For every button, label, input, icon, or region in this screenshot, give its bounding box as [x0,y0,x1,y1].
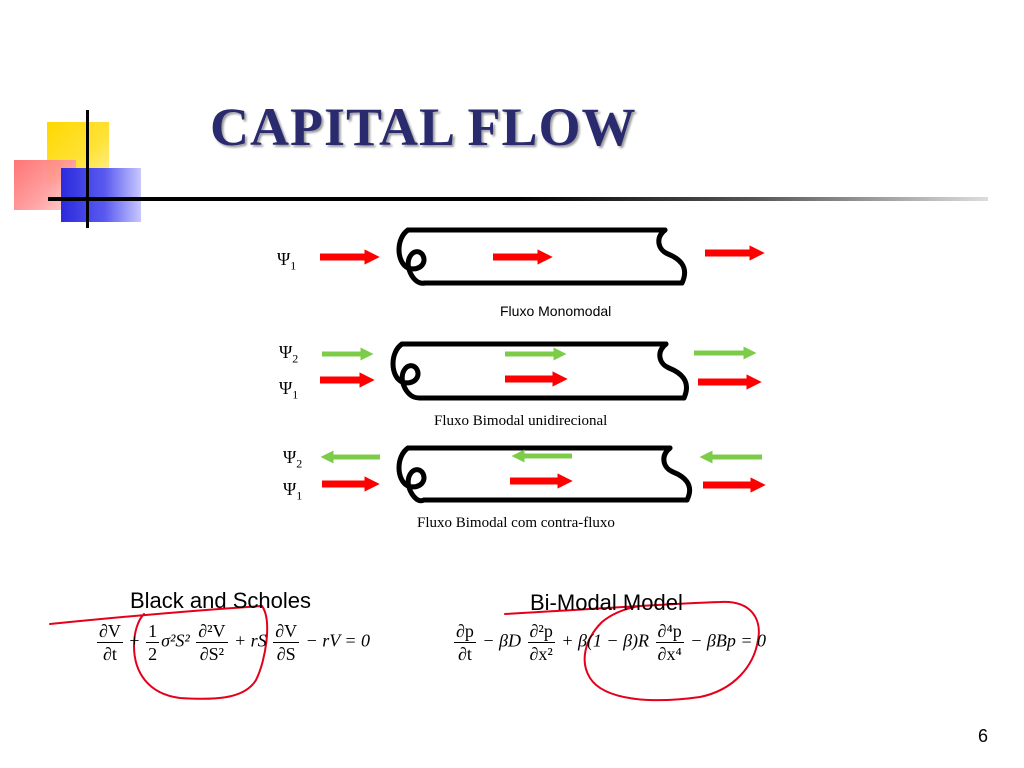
decor-vertical-line [86,110,89,228]
bs-sigma-s: σ²S² [161,630,190,651]
bs-term-dv-dt: ∂V∂t [97,621,123,664]
label-black-scholes: Black and Scholes [130,588,311,613]
bm-term-d4p-dx4: ∂⁴p∂x⁴ [655,621,684,664]
psi-label-1-1: Ψ1 [277,249,297,273]
pipe-bimodal-counterflow [396,445,693,504]
caption-bimodal-counterflow: Fluxo Bimodal com contra-fluxo [417,515,615,531]
caption-monomodal: Fluxo Monomodal [500,303,612,319]
label-bimodal-model: Bi-Modal Model [530,590,683,615]
psi-label-3-2: Ψ2 [283,447,303,471]
bm-term-d2p-dx2: ∂²p∂x² [527,621,555,664]
pipe-monomodal [396,227,688,286]
psi-label-3-1: Ψ1 [283,479,303,503]
bs-term-dv-ds: ∂V∂S [273,621,300,664]
bs-term-d2v-ds2: ∂²V∂S² [196,621,228,664]
bs-rs: + rS [234,630,267,651]
psi-label-2-2: Ψ2 [279,342,299,366]
equation-bimodal: ∂p∂t − βD ∂²p∂x² + β(1 − β)R ∂⁴p∂x⁴ − βB… [452,620,766,665]
psi-label-2-1: Ψ1 [279,378,299,402]
bs-plus: + [129,630,140,651]
bm-beta-d: − βD [482,630,522,651]
page-number: 6 [978,726,989,746]
pipe-bimodal-unidirectional [390,341,689,401]
bs-rv-zero: − rV = 0 [305,630,371,651]
bm-term-dp-dt: ∂p∂t [454,621,476,664]
title-underline [48,197,988,201]
slide-title: CAPITAL FLOW [210,97,637,157]
bm-beta-bp-zero: − βBp = 0 [690,630,766,651]
decor-blue-square [61,168,141,222]
bm-beta-r: + β(1 − β)R [561,630,650,651]
caption-bimodal-unidirectional: Fluxo Bimodal unidirecional [434,413,608,429]
annotation-marks [49,600,760,702]
